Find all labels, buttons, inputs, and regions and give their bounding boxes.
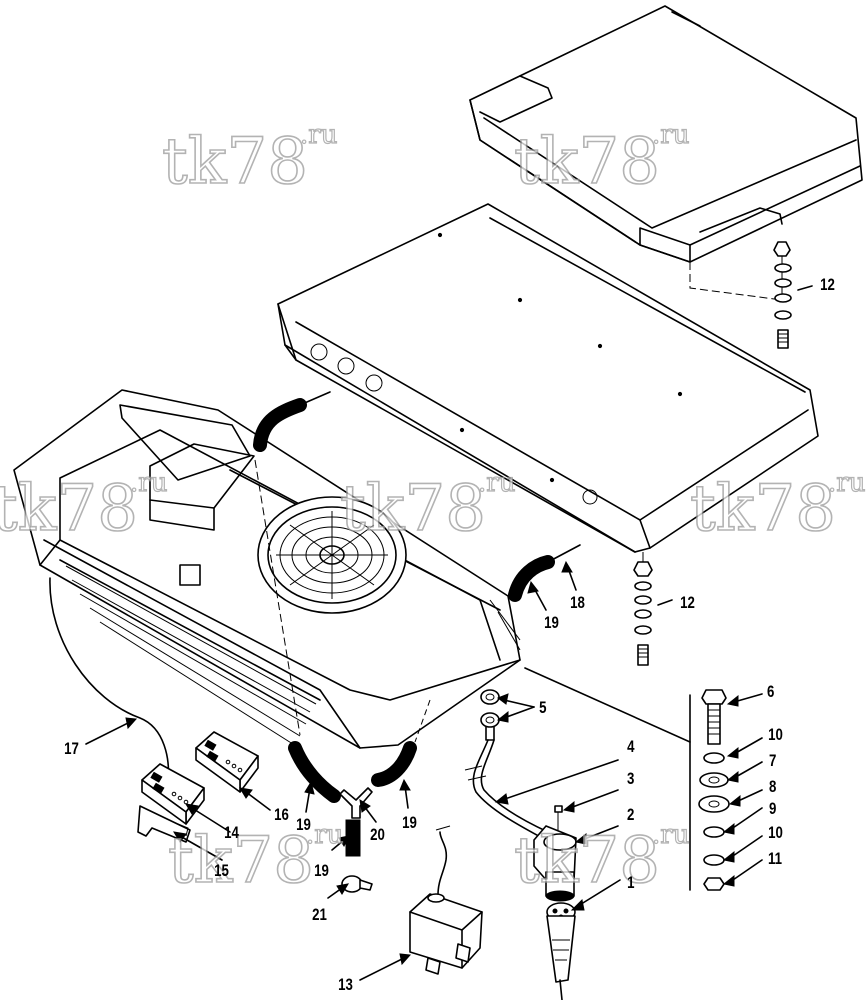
svg-text:.ru: .ru bbox=[306, 820, 343, 850]
drain-hose-lower-left bbox=[288, 741, 341, 803]
callout-4: 4 bbox=[627, 738, 635, 757]
callout-13: 13 bbox=[338, 976, 353, 995]
callout-10a: 10 bbox=[768, 726, 783, 745]
power-cable bbox=[464, 739, 549, 841]
callout-20: 20 bbox=[370, 826, 385, 845]
svg-text:.ru: .ru bbox=[652, 820, 689, 850]
callout-6: 6 bbox=[767, 683, 774, 702]
top-cover-panel bbox=[469, 5, 863, 263]
callout-12a: 12 bbox=[820, 276, 835, 295]
callout-19b: 19 bbox=[296, 816, 311, 835]
svg-text:.ru: .ru bbox=[130, 468, 167, 498]
callout-11: 11 bbox=[768, 850, 782, 869]
callout-18: 18 bbox=[570, 594, 585, 613]
callout-7: 7 bbox=[769, 752, 776, 771]
leader-lines bbox=[85, 560, 763, 981]
drain-hose-lower-right bbox=[371, 741, 417, 787]
control-box bbox=[409, 825, 483, 975]
svg-text:tk78: tk78 bbox=[340, 472, 486, 546]
callout-10b: 10 bbox=[768, 824, 783, 843]
svg-text:tk78: tk78 bbox=[514, 824, 660, 898]
watermark-3: tk78 .ru bbox=[0, 467, 168, 546]
svg-text:tk78: tk78 bbox=[168, 824, 314, 898]
y-fitting bbox=[339, 787, 373, 819]
svg-text:.ru: .ru bbox=[828, 468, 865, 498]
callout-8: 8 bbox=[769, 778, 776, 797]
callout-19a: 19 bbox=[544, 614, 559, 633]
watermark-4: tk78 .ru bbox=[339, 467, 516, 546]
callout-3: 3 bbox=[627, 770, 634, 789]
base-frame bbox=[277, 203, 819, 553]
control-cable bbox=[49, 577, 170, 781]
watermark-5: tk78 .ru bbox=[689, 467, 866, 546]
svg-text:tk78: tk78 bbox=[0, 472, 138, 546]
svg-text:.ru: .ru bbox=[652, 120, 689, 150]
power-plug bbox=[546, 902, 576, 1000]
watermark-6: tk78 .ru bbox=[167, 819, 344, 898]
evaporator-housing bbox=[13, 389, 521, 749]
callout-12b: 12 bbox=[680, 594, 695, 613]
callout-labels: 1 2 3 4 5 6 10 7 8 9 10 11 12 12 13 14 1… bbox=[64, 276, 835, 995]
hardware-stack-lower bbox=[633, 552, 673, 666]
callout-21: 21 bbox=[312, 906, 327, 925]
grommets bbox=[480, 689, 500, 741]
watermark-2: tk78 .ru bbox=[513, 119, 690, 199]
drain-hose-right bbox=[508, 544, 581, 602]
callout-9: 9 bbox=[769, 800, 776, 819]
svg-text:.ru: .ru bbox=[300, 120, 337, 150]
svg-text:tk78: tk78 bbox=[514, 125, 660, 199]
watermark-1: tk78 .ru bbox=[161, 119, 338, 199]
remote-control-16 bbox=[195, 731, 259, 793]
callout-19c: 19 bbox=[402, 814, 417, 833]
callout-2: 2 bbox=[627, 806, 634, 825]
callout-19d: 19 bbox=[314, 862, 329, 881]
callout-14: 14 bbox=[224, 824, 239, 843]
power-socket bbox=[533, 805, 577, 902]
callout-15: 15 bbox=[214, 862, 229, 881]
hardware-stack-upper bbox=[773, 241, 813, 349]
svg-text:.ru: .ru bbox=[478, 468, 515, 498]
svg-text:tk78: tk78 bbox=[162, 125, 308, 199]
drain-hose-upper bbox=[253, 391, 331, 452]
hose-clamp bbox=[341, 875, 373, 893]
svg-text:tk78: tk78 bbox=[690, 472, 836, 546]
callout-16: 16 bbox=[274, 806, 289, 825]
watermark-7: tk78 .ru bbox=[513, 819, 690, 898]
callout-17: 17 bbox=[64, 740, 79, 759]
callout-5: 5 bbox=[539, 699, 547, 718]
callout-1: 1 bbox=[627, 874, 635, 893]
